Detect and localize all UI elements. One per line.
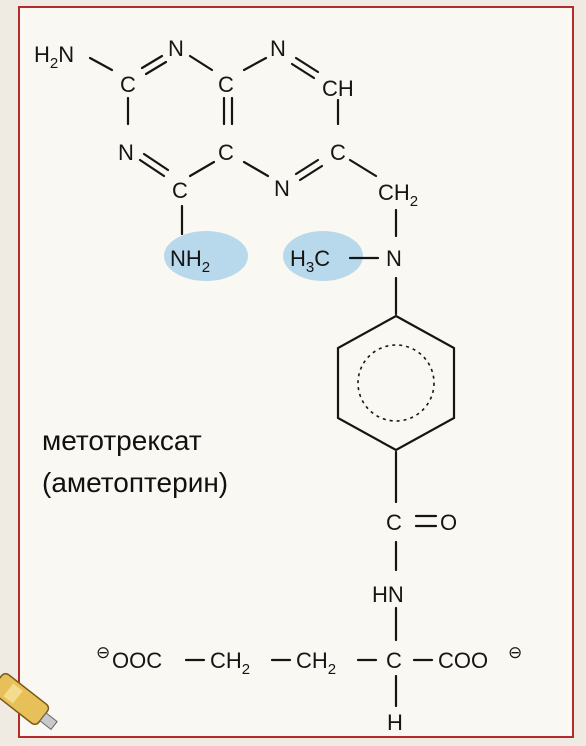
atom-c1: C [120,72,136,97]
atom-h3c: H3C [290,246,330,276]
highlight-methyl [283,231,363,281]
diagram-frame [18,6,574,738]
atom-ooc: OOC [112,648,162,673]
highlight-nh2 [164,231,248,281]
atom-o: O [440,510,457,535]
atom-c5: C [330,140,346,165]
atom-ch2-b: CH2 [296,648,336,678]
charge-minus-left: ⊖ [96,643,110,662]
atom-nh2: NH2 [170,246,210,276]
atom-h2n: H2N [34,42,74,72]
atom-n3: N [118,140,134,165]
atom-c4: C [172,178,188,203]
caption-line2: (аметоптерин) [42,467,228,498]
atom-n2: N [270,36,286,61]
atom-coo: COO [438,648,488,673]
atom-h: H [387,710,403,735]
atom-ch2-a: CH2 [210,648,250,678]
atom-ch2-top: CH2 [378,180,418,210]
atom-c2: C [218,72,234,97]
atom-hn: HN [372,582,404,607]
atom-c3: C [218,140,234,165]
atom-n-methyl: N [386,246,402,271]
atom-c-carbonyl: C [386,510,402,535]
atom-n1: N [168,36,184,61]
caption-line1: метотрексат [42,425,202,456]
atom-n4: N [274,176,290,201]
syringe-icon [0,672,58,731]
atom-ch: CH [322,76,354,101]
aromatic-circle [357,344,435,422]
bond-lines [88,54,456,708]
atom-c-alpha: C [386,648,402,673]
charge-minus-right: ⊖ [508,643,522,662]
